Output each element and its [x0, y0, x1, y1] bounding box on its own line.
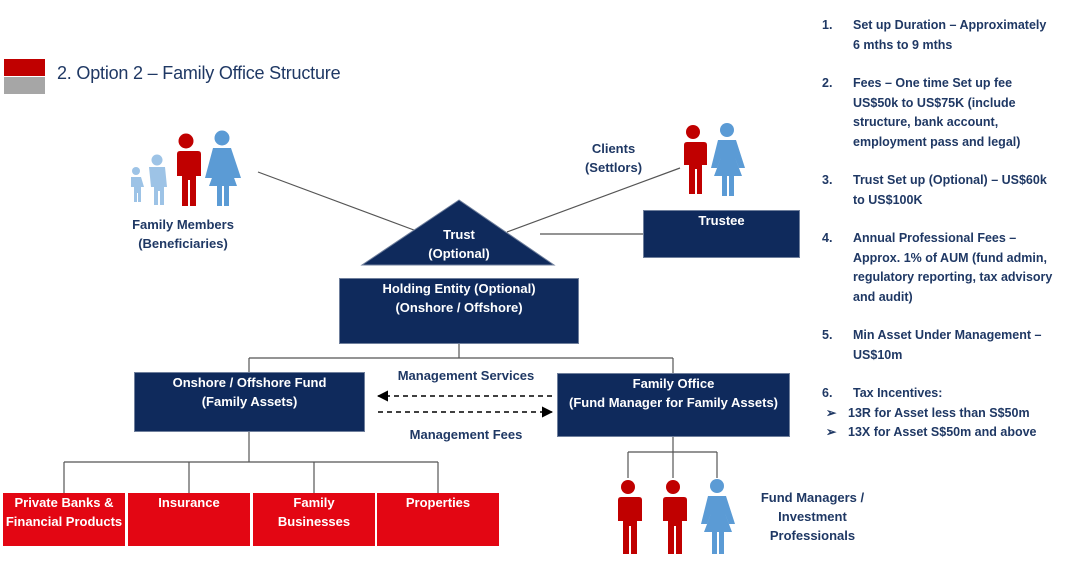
holding-entity-box: Holding Entity (Optional) (Onshore / Off… — [339, 278, 579, 344]
mother-icon — [205, 130, 241, 206]
father-icon — [174, 133, 201, 206]
asset-box-family-businesses: Family Businesses — [253, 493, 375, 546]
mgmt-fees-label: Management Fees — [409, 427, 523, 442]
line-clients-to-trust — [506, 167, 681, 233]
note-number: 3. — [822, 173, 833, 187]
family-members-icon — [131, 154, 167, 205]
note-item: 5. Min Asset Under Management – US$10m — [822, 326, 1072, 365]
note-text: Set up Duration – Approximately 6 mths t… — [853, 18, 1047, 52]
family-office-box: Family Office (Fund Manager for Family A… — [557, 373, 790, 437]
tax-item-text: 13R for Asset less than S$50m — [848, 405, 1030, 420]
asset-box-private-banks: Private Banks & Financial Products — [3, 493, 125, 546]
trustee-box: Trustee — [643, 210, 800, 258]
trust-label: Trust (Optional) — [428, 227, 490, 261]
bullet-arrow-icon: ➢ — [826, 405, 837, 420]
fund-manager-man-icon-1 — [617, 480, 642, 554]
client-man-icon — [682, 125, 707, 194]
tax-item: ➢ 13X for Asset S$50m and above — [822, 423, 1072, 443]
trust-triangle — [360, 199, 556, 266]
family-members-label: Family Members (Beneficiaries) — [132, 217, 234, 251]
clients-label: Clients (Settlors) — [584, 141, 643, 175]
note-number: 1. — [822, 18, 833, 32]
bullet-arrow-icon: ➢ — [826, 425, 837, 439]
note-item: 4. Annual Professional Fees – Approx. 1%… — [822, 229, 1072, 307]
notes-list: 1. Set up Duration – Approximately 6 mth… — [822, 16, 1072, 443]
fund-box: Onshore / Offshore Fund (Family Assets) — [134, 372, 365, 432]
note-number: 6. — [822, 386, 833, 400]
note-text: Trust Set up (Optional) – US$60k to US$1… — [853, 173, 1047, 207]
note-text: Annual Professional Fees – Approx. 1% of… — [853, 231, 1053, 304]
tax-item: ➢ 13R for Asset less than S$50m — [822, 404, 1072, 424]
note-number: 4. — [822, 231, 833, 245]
fund-manager-woman-icon — [701, 479, 735, 554]
note-text: Min Asset Under Management – US$10m — [853, 328, 1042, 362]
fund-manager-man-icon-2 — [662, 480, 687, 554]
note-number: 5. — [822, 328, 833, 342]
client-woman-icon — [711, 123, 745, 196]
note-item: 1. Set up Duration – Approximately 6 mth… — [822, 16, 1072, 55]
line-family-to-trust — [257, 171, 431, 237]
note-text: Fees – One time Set up fee US$50k to US$… — [853, 76, 1021, 149]
asset-box-properties: Properties — [377, 493, 499, 546]
header-marker-red — [4, 59, 45, 76]
header-marker-grey — [4, 77, 45, 94]
note-item: 6. Tax Incentives: — [822, 384, 1072, 404]
page-title: 2. Option 2 – Family Office Structure — [57, 63, 341, 83]
note-item: 2. Fees – One time Set up fee US$50k to … — [822, 74, 1072, 152]
note-text: Tax Incentives: — [853, 386, 943, 400]
mgmt-services-label: Management Services — [397, 368, 535, 383]
note-item: 3. Trust Set up (Optional) – US$60k to U… — [822, 171, 1072, 210]
note-number: 2. — [822, 76, 833, 90]
tax-item-text: 13X for Asset S$50m and above — [848, 425, 1037, 439]
fund-managers-label: Fund Managers / Investment Professionals — [760, 490, 865, 543]
asset-box-insurance: Insurance — [128, 493, 250, 546]
